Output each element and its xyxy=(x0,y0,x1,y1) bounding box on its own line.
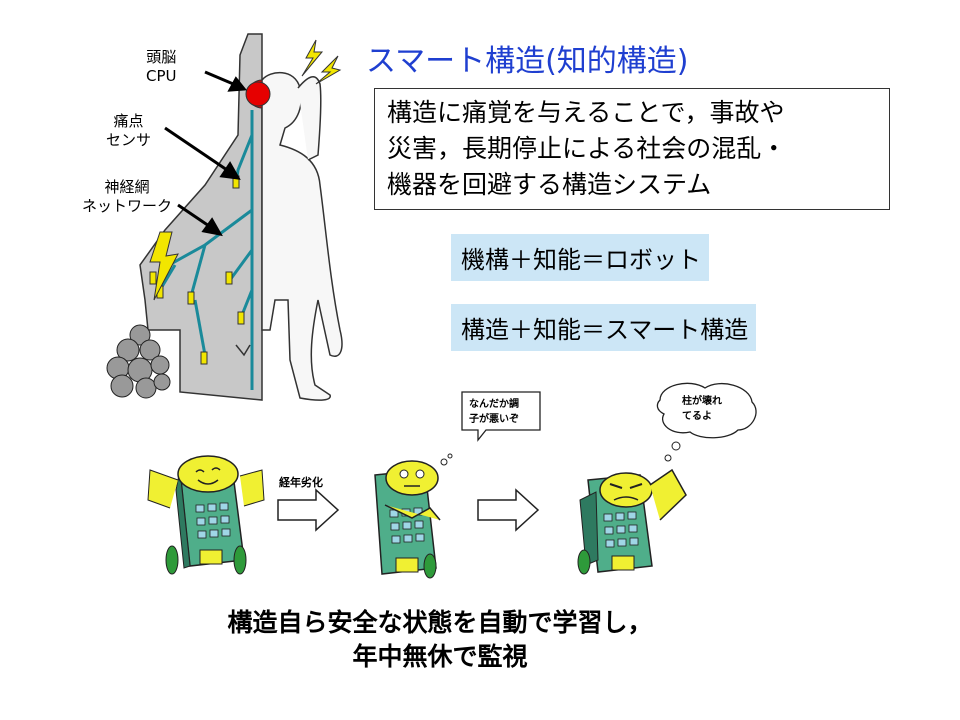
thought-bubble-2: 柱が壊れ てるよ xyxy=(682,396,722,422)
equation-robot: 機構＋知能＝ロボット xyxy=(451,234,709,281)
conclusion-text: 構造自ら安全な状態を自動で学習し， 年中無休で監視 xyxy=(227,608,653,671)
lightning-bolts xyxy=(149,39,342,301)
degrade-arrow-2 xyxy=(477,488,540,532)
degrade-arrow-1 xyxy=(277,488,340,532)
building-broken xyxy=(577,468,687,575)
bubble-1-shape xyxy=(461,391,541,442)
aging-label: 経年劣化 xyxy=(279,476,323,489)
label-brain-cpu: 頭脳 CPU xyxy=(146,48,177,85)
slide-title: スマート構造(知的構造) xyxy=(366,44,689,79)
building-worried xyxy=(374,453,453,579)
description-box: 構造に痛覚を与えることで，事故や 災害，長期停止による社会の混乱・ 機器を回避す… xyxy=(374,88,890,210)
speech-bubble-1: なんだか調 子が悪いぞ xyxy=(469,399,519,425)
human-figure xyxy=(261,72,343,401)
label-nerve-network: 神経網 ネットワーク xyxy=(82,178,173,215)
pointer-arrows xyxy=(164,70,247,237)
smoke xyxy=(106,324,171,399)
building-happy xyxy=(147,455,265,575)
structure-silhouette xyxy=(139,33,263,401)
label-pain-sensor: 痛点 センサ xyxy=(106,112,152,149)
equation-smart-structure: 構造＋知能＝スマート構造 xyxy=(451,304,757,351)
bubble-2-shape xyxy=(656,382,757,462)
